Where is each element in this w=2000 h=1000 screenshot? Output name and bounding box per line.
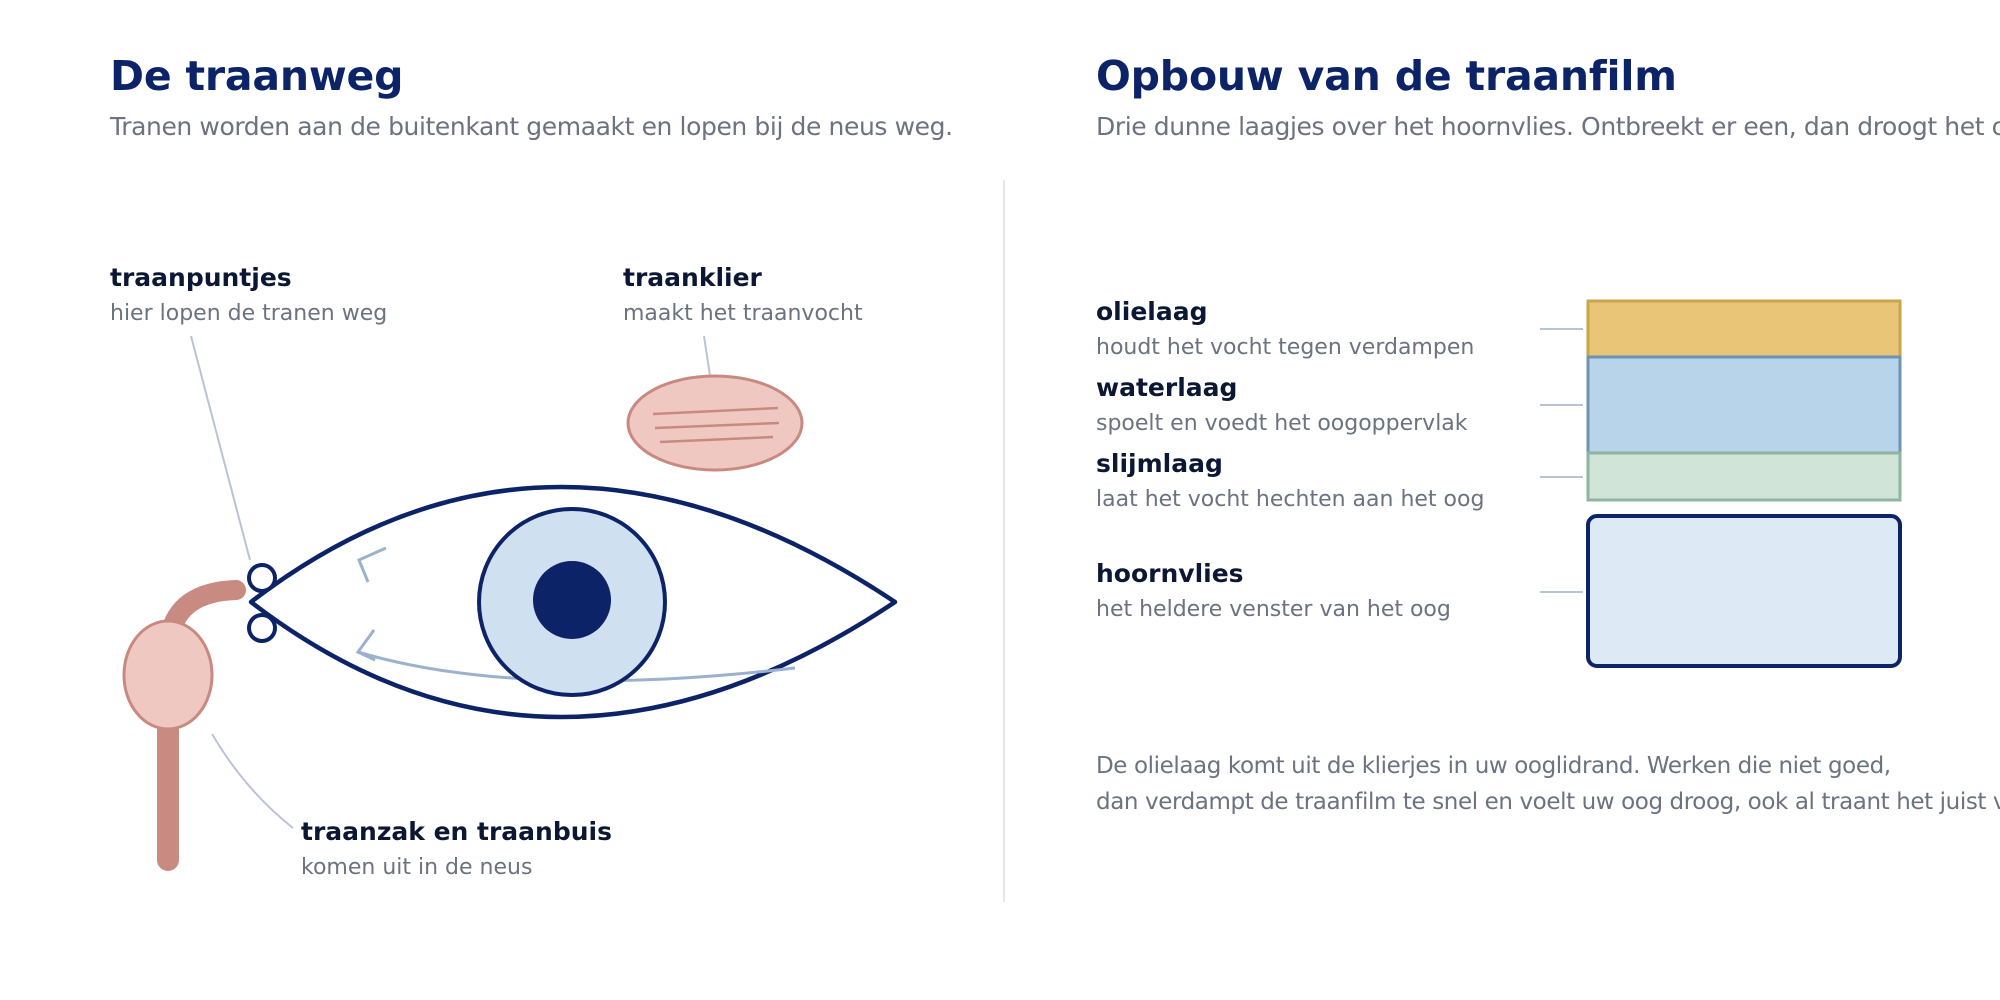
lacrimal-gland — [626, 374, 804, 472]
oil-layer-label: olielaag — [1096, 297, 1207, 326]
mucus-layer-label: slijmlaag — [1096, 449, 1223, 478]
pupil — [533, 561, 611, 639]
eye — [247, 484, 898, 720]
upper-punctum — [247, 563, 277, 593]
tear-pathway-diagram: traanpuntjes hier lopen de tranen weg tr… — [110, 263, 898, 880]
cornea-description: het heldere venster van het oog — [1096, 597, 1451, 622]
lacrimal-sac — [122, 619, 214, 731]
tear-pathway-title: De traanweg — [110, 52, 404, 100]
sac-description: komen uit in de neus — [301, 855, 532, 880]
cornea — [1586, 514, 1902, 668]
water-layer-description: spoelt en voedt het oogoppervlak — [1096, 411, 1468, 436]
sac-label: traanzak en traanbuis — [301, 817, 612, 846]
panel-divider — [1003, 180, 1005, 902]
tear-film-subtitle: Drie dunne laagjes over het hoornvlies. … — [1096, 112, 2000, 141]
water-layer-label: waterlaag — [1096, 373, 1237, 402]
tear-pathway-panel: De traanweg Tranen worden aan de buitenk… — [110, 52, 953, 880]
mucus-layer-description: laat het vocht hechten aan het oog — [1096, 487, 1484, 512]
gland-description: maakt het traanvocht — [623, 301, 863, 326]
oil-layer-description: houdt het vocht tegen verdampen — [1096, 335, 1474, 360]
tear-film-diagram: olielaag houdt het vocht tegen verdampen… — [1096, 297, 1902, 668]
puncta-label: traanpuntjes — [110, 263, 292, 292]
lower-punctum — [247, 613, 277, 643]
oil-layer — [1586, 299, 1902, 359]
puncta-description: hier lopen de tranen weg — [110, 301, 387, 326]
puncta-leader-line — [190, 335, 251, 561]
caption-line-2: dan verdampt de traanfilm te snel en voe… — [1096, 789, 2000, 815]
sac-leader-line — [211, 733, 294, 829]
gland-leader-line — [703, 335, 711, 377]
tear-film-title: Opbouw van de traanfilm — [1096, 52, 1677, 100]
tear-pathway-subtitle: Tranen worden aan de buitenkant gemaakt … — [110, 112, 953, 141]
tear-film-caption: De olielaag komt uit de klierjes in uw o… — [1096, 748, 2000, 820]
mucus-layer — [1586, 451, 1902, 502]
tear-duct — [122, 580, 246, 871]
tear-film-panel: Opbouw van de traanfilm Drie dunne laagj… — [1000, 0, 2000, 1000]
water-layer — [1586, 355, 1902, 455]
cornea-label: hoornvlies — [1096, 559, 1244, 588]
gland-label: traanklier — [623, 263, 763, 292]
caption-line-1: De olielaag komt uit de klierjes in uw o… — [1096, 753, 1891, 779]
